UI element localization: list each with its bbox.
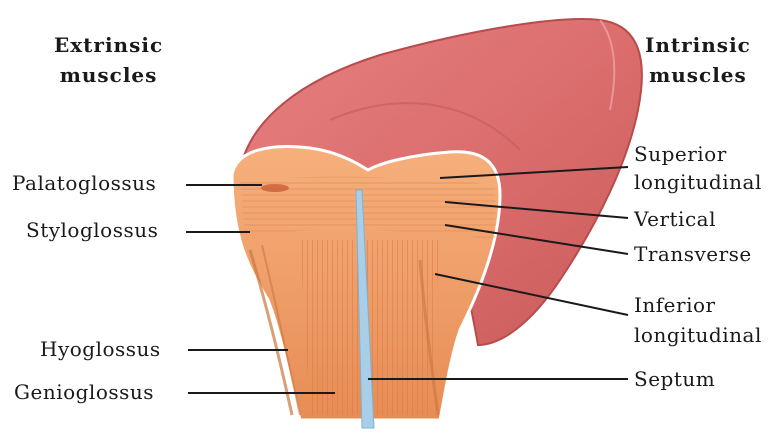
extrinsic-heading: Extrinsic muscles [54,30,163,90]
label-genioglossus: Genioglossus [14,381,154,403]
label-septum: Septum [634,368,715,390]
label-hyoglossus: Hyoglossus [40,338,161,360]
intrinsic-heading-line-2: muscles [645,60,751,90]
intrinsic-heading: Intrinsic muscles [645,30,751,90]
label-superior-longitudinal-line-2: longitudinal [634,168,762,196]
label-inferior-longitudinal-line-2: longitudinal [634,320,762,350]
label-inferior-longitudinal-line-1: Inferior [634,290,762,320]
extrinsic-heading-line-2: muscles [54,60,163,90]
label-transverse: Transverse [634,243,752,265]
label-palatoglossus: Palatoglossus [12,172,156,194]
label-vertical: Vertical [634,208,716,230]
leader-vertical [445,202,628,218]
label-inferior-longitudinal: Inferior longitudinal [634,290,762,350]
leader-superior-longitudinal [440,167,628,178]
intrinsic-heading-line-1: Intrinsic [645,30,751,60]
leader-inferior-longitudinal [435,274,628,315]
label-superior-longitudinal: Superior longitudinal [634,140,762,196]
label-superior-longitudinal-line-1: Superior [634,140,762,168]
leader-transverse [445,225,628,254]
label-styloglossus: Styloglossus [26,219,158,241]
extrinsic-heading-line-1: Extrinsic [54,30,163,60]
